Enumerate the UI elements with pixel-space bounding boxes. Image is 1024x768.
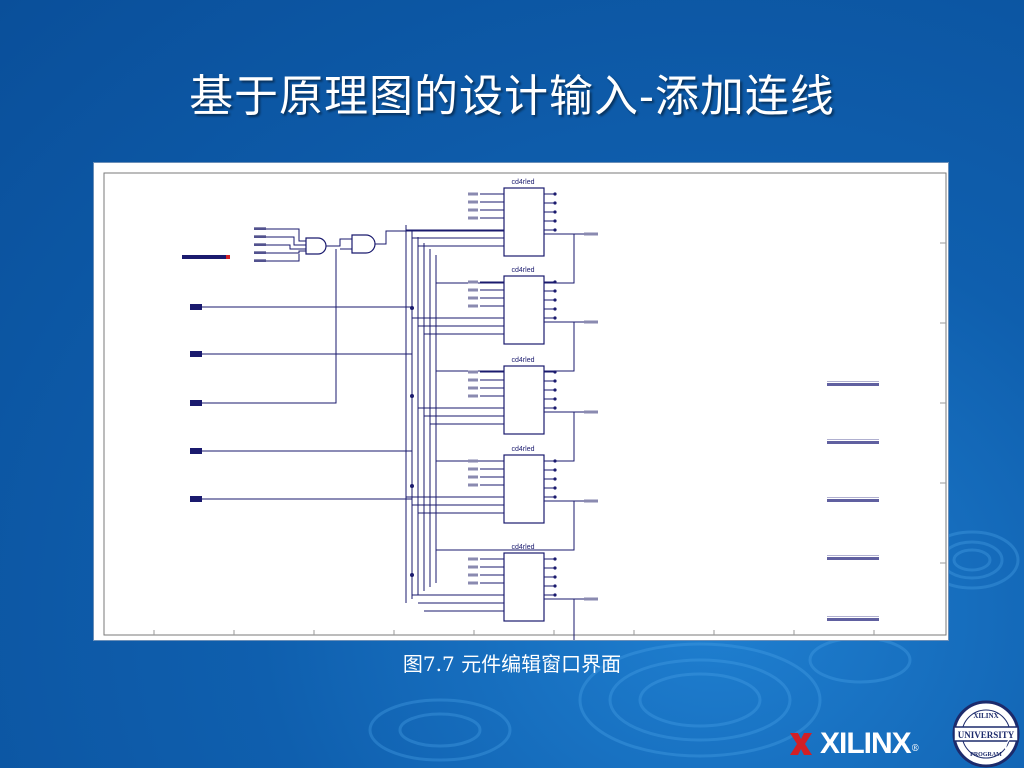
schematic-figure: cd4rled cd4rled cd4rled cd4rled cd4rled: [94, 163, 948, 640]
output-pin[interactable]: [827, 616, 879, 621]
output-pins: [827, 381, 879, 621]
xilinx-mark-icon: [790, 733, 812, 755]
input-pin[interactable]: [190, 496, 202, 502]
input-pin[interactable]: [190, 448, 202, 454]
output-pin[interactable]: [827, 497, 879, 502]
bus-marker[interactable]: [182, 255, 226, 259]
output-pin[interactable]: [827, 555, 879, 560]
counter-block-label: cd4rled: [512, 446, 535, 453]
svg-text:UNIVERSITY: UNIVERSITY: [958, 730, 1015, 740]
counter-block[interactable]: cd4rled: [406, 446, 598, 577]
output-pin[interactable]: [827, 381, 879, 386]
registered-mark: ®: [910, 744, 920, 754]
slide-title: 基于原理图的设计输入-添加连线: [189, 71, 835, 122]
counter-block[interactable]: cd4rled: [410, 357, 598, 488]
counter-block-label: cd4rled: [512, 544, 535, 551]
page-number: 7: [1002, 736, 1011, 753]
counter-block[interactable]: cd4rled: [410, 544, 598, 640]
input-pin[interactable]: [190, 400, 202, 406]
and-gate-1[interactable]: [305, 237, 327, 255]
svg-text:XILINX: XILINX: [973, 712, 998, 720]
xilinx-wordmark: XILINX: [820, 727, 912, 760]
figure-caption: 图7.7 元件编辑窗口界面: [402, 652, 622, 676]
input-pin[interactable]: [190, 351, 202, 357]
svg-text:PROGRAM: PROGRAM: [970, 752, 1002, 758]
input-pin[interactable]: [190, 304, 202, 310]
counter-block-label: cd4rled: [512, 357, 535, 364]
input-pins: [190, 227, 266, 502]
and-gate-2[interactable]: [351, 234, 376, 254]
counter-block-label: cd4rled: [512, 179, 535, 186]
schematic-diagram: cd4rled cd4rled cd4rled cd4rled cd4rled: [103, 172, 947, 640]
output-pin[interactable]: [827, 439, 879, 444]
counter-block-label: cd4rled: [512, 267, 535, 274]
university-program-seal: UNIVERSITY XILINX PROGRAM: [952, 700, 1020, 768]
counter-block[interactable]: cd4rled: [406, 179, 598, 310]
xilinx-logo: XILINX ®: [788, 724, 920, 764]
